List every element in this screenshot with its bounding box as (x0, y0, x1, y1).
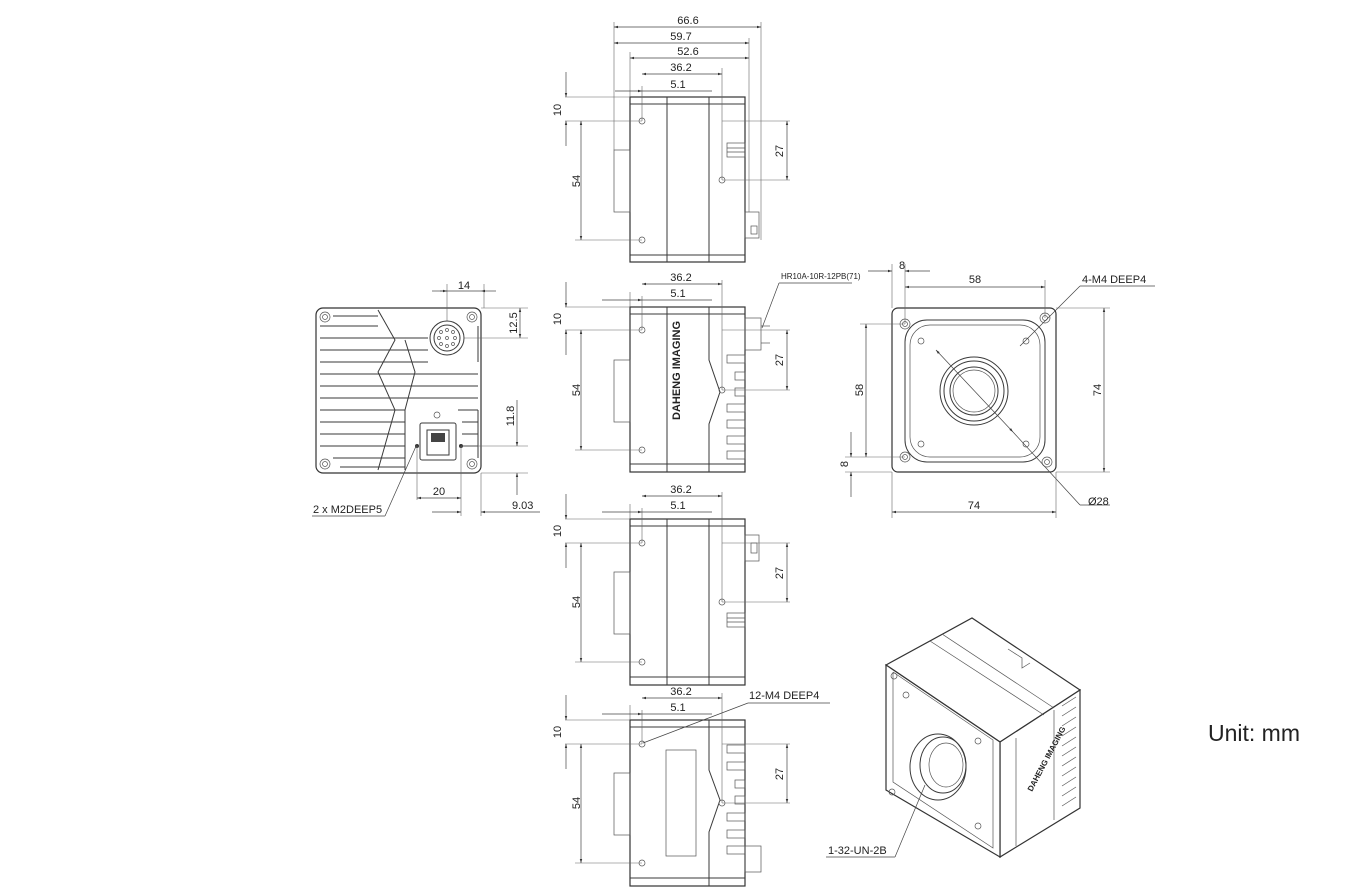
dim-36-2: 36.2 (670, 272, 691, 284)
dim-74: 74 (1092, 384, 1104, 396)
dim-10: 10 (552, 313, 564, 325)
dim-10: 10 (552, 525, 564, 537)
ethernet-port (415, 411, 463, 461)
dim-5-1: 5.1 (670, 500, 685, 512)
logo: DAHENG IMAGING (671, 321, 683, 420)
thread-label: 2 x M2DEEP5 (313, 504, 382, 516)
connector-label: HR10A-10R-12PB(71) (781, 272, 861, 281)
heat-sink-fins (726, 354, 746, 460)
dim-54: 54 (571, 175, 583, 187)
heat-sink-fins (726, 744, 746, 855)
dim-8: 8 (839, 461, 851, 467)
dim-27: 27 (774, 354, 786, 366)
rear-view: 14 12.5 11.8 20 9.03 2 x M2DEEP5 (312, 280, 540, 517)
side-view-1-body (629, 96, 746, 263)
side-view-1: 66.6 59.7 52.6 36.2 5.1 10 54 27 (552, 15, 790, 263)
dim-20: 20 (433, 486, 445, 498)
dim-52-6: 52.6 (677, 46, 698, 58)
dim-10: 10 (552, 726, 564, 738)
dim-12-5: 12.5 (508, 312, 520, 333)
dim-27: 27 (774, 145, 786, 157)
dim-54: 54 (571, 797, 583, 809)
dim-59-7: 59.7 (670, 31, 691, 43)
dim-74: 74 (968, 500, 980, 512)
dim-54: 54 (571, 384, 583, 396)
dim-9-03: 9.03 (512, 500, 533, 512)
side-view-4: 36.2 5.1 10 54 27 12-M4 DEEP4 (552, 686, 830, 887)
front-view: Ø28 4-M4 DEEP4 8 58 58 8 74 74 (839, 260, 1155, 518)
dim-5-1: 5.1 (670, 79, 685, 91)
thread-label: 4-M4 DEEP4 (1082, 274, 1146, 286)
dim-58: 58 (854, 384, 866, 396)
dim-11-8: 11.8 (505, 406, 517, 427)
dim-5-1: 5.1 (670, 702, 685, 714)
cooling-fins (320, 309, 479, 471)
side-view-2: DAHENG IMAGING 36.2 5.1 10 54 27 HR10A-1… (552, 272, 861, 473)
iso-front-face (885, 663, 1001, 859)
iso-view: DAHENG IMAGING 1-32-UN-2B (826, 617, 1082, 859)
dim-5-1: 5.1 (670, 288, 685, 300)
dim-27: 27 (774, 768, 786, 780)
unit-label: Unit: mm (1208, 720, 1300, 746)
dim-27: 27 (774, 567, 786, 579)
dim-10: 10 (552, 104, 564, 116)
thread-label: 1-32-UN-2B (828, 845, 887, 857)
dim-14: 14 (458, 280, 470, 292)
dim-66-6: 66.6 (677, 15, 698, 27)
dim-36-2: 36.2 (670, 62, 691, 74)
side-view-2-body (629, 306, 746, 473)
dim-8: 8 (899, 260, 905, 272)
diameter-label: Ø28 (1088, 496, 1109, 508)
thread-label: 12-M4 DEEP4 (749, 690, 819, 702)
iso-fins (1061, 696, 1077, 807)
dim-58: 58 (969, 274, 981, 286)
dim-36-2: 36.2 (670, 484, 691, 496)
dim-36-2: 36.2 (670, 686, 691, 698)
side-view-3: 36.2 5.1 10 54 27 (552, 484, 790, 686)
dim-54: 54 (571, 596, 583, 608)
